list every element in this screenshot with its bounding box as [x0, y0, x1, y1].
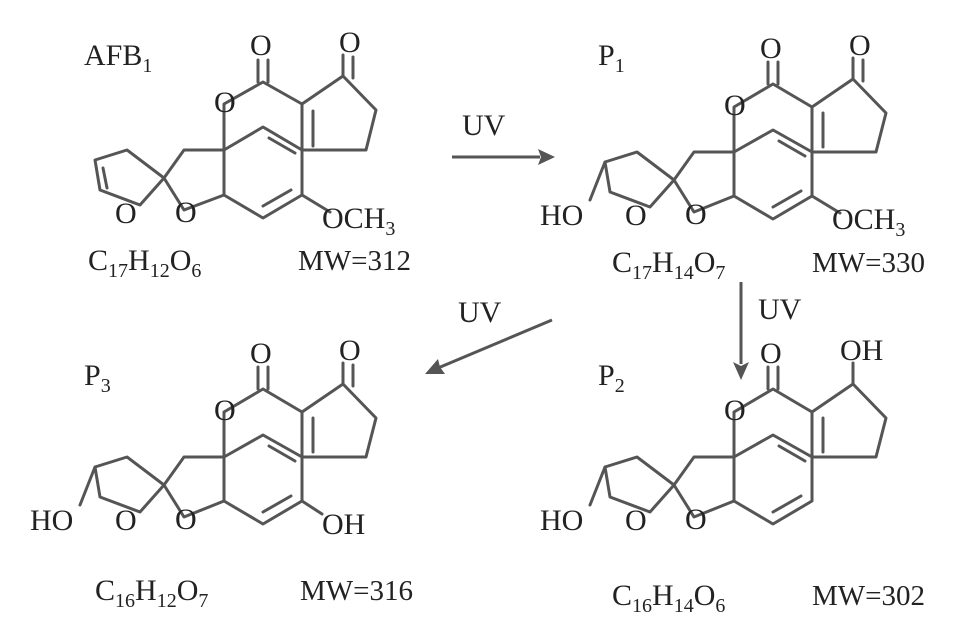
molecule-p3: O O O O O HO OH P3 C16H12O7 MW=316	[30, 334, 413, 612]
p3-o-carbonyl2: O	[339, 334, 361, 367]
afb1-o-carbonyl1: O	[250, 29, 272, 62]
formula-subscript: 12	[157, 590, 177, 612]
formula-subscript: 6	[191, 260, 201, 282]
formula-element: O	[694, 579, 716, 612]
atoms-p3: O O O O O HO OH	[30, 334, 365, 541]
afb1-och3: OCH3	[322, 202, 395, 240]
formula-element: H	[652, 246, 674, 279]
p2-mw: MW=302	[812, 580, 925, 612]
p1-o-furan1: O	[685, 198, 707, 231]
p2-o-carbonyl1: O	[760, 337, 782, 370]
arrowhead-down	[733, 362, 749, 380]
formula-subscript: 16	[115, 590, 135, 612]
p1-name: P1	[598, 39, 625, 77]
p2-ho: HO	[540, 504, 583, 537]
arrowhead-diagonal	[425, 359, 445, 374]
formula-subscript: 17	[108, 260, 128, 282]
formula-subscript: 14	[674, 262, 694, 284]
arrow-afb1-to-p1: UV	[452, 109, 555, 165]
atoms-afb1: O O O O O OCH3	[115, 26, 395, 240]
formula-element: C	[95, 574, 115, 607]
p1-o-lactone: O	[724, 89, 746, 122]
formula-subscript: 14	[674, 595, 694, 617]
p2-o-furan2: O	[625, 504, 647, 537]
formula-element: C	[88, 244, 108, 277]
formula-element: H	[128, 244, 150, 277]
p1-o-carbonyl1: O	[760, 32, 782, 65]
bonds-p3	[78, 361, 378, 526]
p3-mw: MW=316	[300, 575, 413, 607]
afb1-mw: MW=312	[298, 245, 411, 277]
uv-label-p1-to-p3: UV	[458, 296, 502, 329]
p1-formula: C17H14O7	[612, 246, 725, 284]
afb1-o-furan2: O	[115, 197, 137, 230]
p3-o-carbonyl1: O	[250, 337, 272, 370]
afb1-o-carbonyl2: O	[339, 26, 361, 59]
formula-element: O	[694, 246, 716, 279]
formula-element: H	[652, 579, 674, 612]
p2-o-furan1: O	[685, 503, 707, 536]
p2-name: P2	[598, 359, 625, 397]
bonds-p2	[588, 361, 888, 526]
molecule-afb1: O O O O O OCH3 AFB1 C17H12O6 MW=312	[84, 26, 411, 282]
uv-label-afb1-to-p1: UV	[462, 109, 506, 142]
p1-ho: HO	[540, 199, 583, 232]
formula-element: C	[612, 579, 632, 612]
p1-och3: OCH3	[832, 203, 905, 241]
afb1-o-lactone: O	[214, 86, 236, 119]
p3-o-furan2: O	[115, 504, 137, 537]
atoms-p1: O O O O O HO OCH3	[540, 29, 905, 241]
formula-subscript: 16	[632, 595, 652, 617]
formula-element: H	[135, 574, 157, 607]
afb1-o-furan1: O	[175, 196, 197, 229]
uv-label-p1-to-p2: UV	[758, 293, 802, 326]
formula-subscript: 7	[198, 590, 208, 612]
molecule-p1: O O O O O HO OCH3 P1 C17H14O7 MW=330	[540, 29, 925, 284]
formula-subscript: 6	[715, 595, 725, 617]
p3-o-lactone: O	[214, 394, 236, 427]
arrow-p1-to-p3: UV	[425, 296, 553, 374]
formula-element: O	[177, 574, 199, 607]
formula-subscript: 17	[632, 262, 652, 284]
formula-subscript: 12	[150, 260, 170, 282]
p3-formula: C16H12O7	[95, 574, 208, 612]
bonds-afb1	[93, 53, 378, 220]
afb1-formula: C17H12O6	[88, 244, 201, 282]
p1-o-furan2: O	[625, 199, 647, 232]
p1-mw: MW=330	[812, 247, 925, 279]
arrowhead-right	[538, 149, 555, 165]
p2-oh-top: OH	[840, 334, 883, 367]
afb1-name: AFB1	[84, 39, 152, 77]
formula-element: O	[170, 244, 192, 277]
p3-ho: HO	[30, 504, 73, 537]
p3-oh: OH	[322, 508, 365, 541]
formula-element: C	[612, 246, 632, 279]
p3-name: P3	[84, 359, 111, 397]
atoms-p2: O OH O O O HO	[540, 334, 883, 537]
molecule-p2: O OH O O O HO P2 C16H14O6 MW=302	[540, 334, 925, 617]
arrow-p1-to-p2: UV	[733, 282, 802, 380]
formula-subscript: 7	[715, 262, 725, 284]
p1-o-carbonyl2: O	[849, 29, 871, 62]
p3-o-furan1: O	[175, 503, 197, 536]
bonds-p1	[588, 56, 888, 221]
p2-formula: C16H14O6	[612, 579, 725, 617]
p2-o-lactone: O	[724, 394, 746, 427]
